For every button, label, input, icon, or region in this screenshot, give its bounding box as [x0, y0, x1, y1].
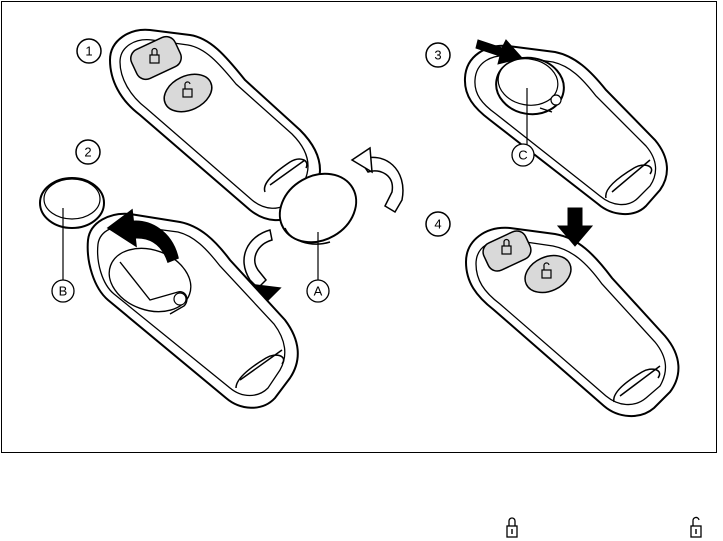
rotate-arrow-right: [352, 148, 403, 212]
callout-b: B: [52, 280, 74, 302]
lock-icon: [505, 515, 519, 539]
step-4-number: 4: [434, 217, 441, 232]
step-3-badge: 3: [426, 43, 450, 67]
callout-c-label: C: [518, 148, 527, 163]
unlock-icon: [689, 515, 703, 539]
step-3-fob: [465, 46, 667, 214]
step-1-number: 1: [85, 44, 92, 59]
step-2-number: 2: [84, 145, 91, 160]
step-4-fob: [466, 228, 678, 416]
callout-c: C: [512, 144, 534, 166]
step-2-badge: 2: [76, 140, 100, 164]
step-4-badge: 4: [426, 212, 450, 236]
battery-b: [40, 178, 104, 228]
callout-a: A: [307, 280, 329, 302]
step-1-badge: 1: [77, 39, 101, 63]
callout-a-label: A: [314, 284, 323, 299]
step-3-number: 3: [434, 48, 441, 63]
callout-b-label: B: [59, 284, 68, 299]
